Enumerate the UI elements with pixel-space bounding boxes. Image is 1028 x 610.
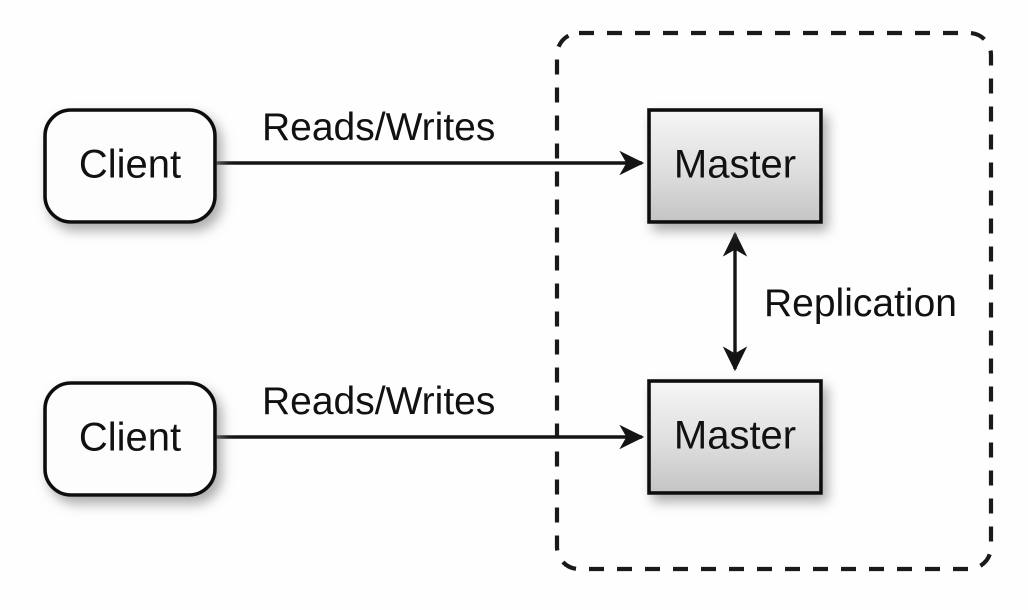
master-top-label: Master bbox=[674, 143, 796, 187]
client-bottom-label: Client bbox=[79, 416, 181, 460]
master-top-shape[interactable] bbox=[647, 108, 823, 224]
node-client-top[interactable]: Client bbox=[43, 108, 217, 224]
node-master-bottom[interactable]: Master bbox=[647, 379, 823, 495]
edge-label-replication: Replication bbox=[764, 282, 957, 325]
edge-label-reads-writes-bottom: Reads/Writes bbox=[262, 380, 495, 423]
edge-label-reads-writes-top: Reads/Writes bbox=[262, 106, 495, 149]
client-top-label: Client bbox=[79, 143, 181, 187]
client-top-shape[interactable] bbox=[43, 108, 217, 224]
master-bottom-label: Master bbox=[674, 414, 796, 458]
master-bottom-shape[interactable] bbox=[647, 379, 823, 495]
node-master-top[interactable]: Master bbox=[647, 108, 823, 224]
node-client-bottom[interactable]: Client bbox=[43, 381, 217, 497]
client-bottom-shape[interactable] bbox=[43, 381, 217, 497]
